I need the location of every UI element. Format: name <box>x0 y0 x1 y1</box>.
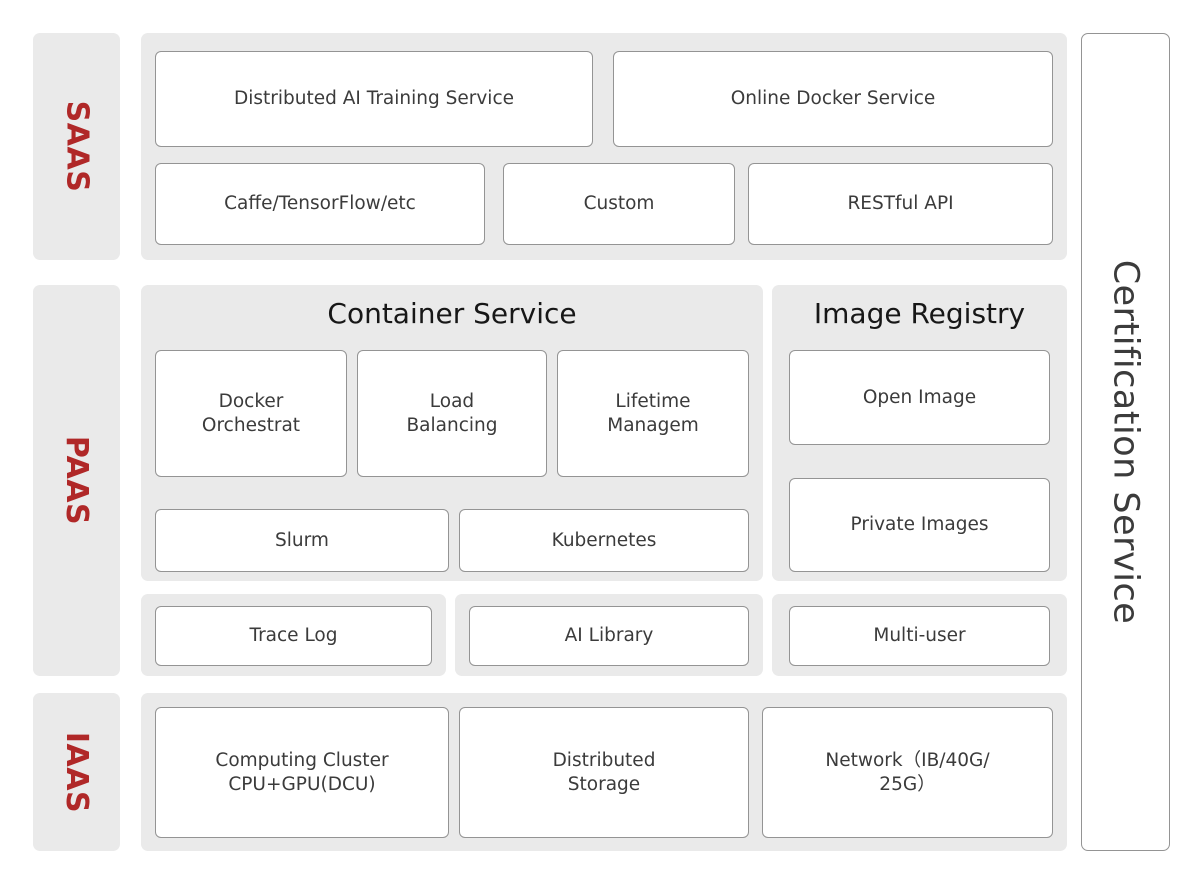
saas-card-restful-api[interactable]: RESTful API <box>748 163 1053 245</box>
layer-label-iaas-text: IAAS <box>59 731 94 813</box>
certification-service-label: Certification Service <box>1105 259 1146 625</box>
iaas-card-network[interactable]: Network（IB/40G/ 25G） <box>762 707 1053 838</box>
layer-label-paas: PAAS <box>33 285 120 676</box>
paas-card-slurm[interactable]: Slurm <box>155 509 449 572</box>
paas-card-multi-user[interactable]: Multi-user <box>789 606 1050 666</box>
paas-card-kubernetes[interactable]: Kubernetes <box>459 509 749 572</box>
paas-card-docker-orchestrat[interactable]: Docker Orchestrat <box>155 350 347 477</box>
paas-card-private-images[interactable]: Private Images <box>789 478 1050 572</box>
paas-card-lifetime-managem[interactable]: Lifetime Managem <box>557 350 749 477</box>
paas-card-load-balancing[interactable]: Load Balancing <box>357 350 547 477</box>
saas-card-custom[interactable]: Custom <box>503 163 735 245</box>
layer-label-paas-text: PAAS <box>59 435 94 526</box>
saas-card-distributed-ai-training-service[interactable]: Distributed AI Training Service <box>155 51 593 147</box>
layer-label-iaas: IAAS <box>33 693 120 851</box>
layer-label-saas-text: SAAS <box>59 100 94 193</box>
iaas-card-computing-cluster[interactable]: Computing Cluster CPU+GPU(DCU) <box>155 707 449 838</box>
saas-card-caffe-tensorflow-etc[interactable]: Caffe/TensorFlow/etc <box>155 163 485 245</box>
paas-card-ai-library[interactable]: AI Library <box>469 606 749 666</box>
paas-card-open-image[interactable]: Open Image <box>789 350 1050 445</box>
saas-card-online-docker-service[interactable]: Online Docker Service <box>613 51 1053 147</box>
container-service-title: Container Service <box>327 297 577 330</box>
iaas-card-distributed-storage[interactable]: Distributed Storage <box>459 707 749 838</box>
paas-card-trace-log[interactable]: Trace Log <box>155 606 432 666</box>
layer-label-saas: SAAS <box>33 33 120 260</box>
image-registry-title: Image Registry <box>813 297 1026 330</box>
certification-service-card[interactable]: Certification Service <box>1081 33 1170 851</box>
